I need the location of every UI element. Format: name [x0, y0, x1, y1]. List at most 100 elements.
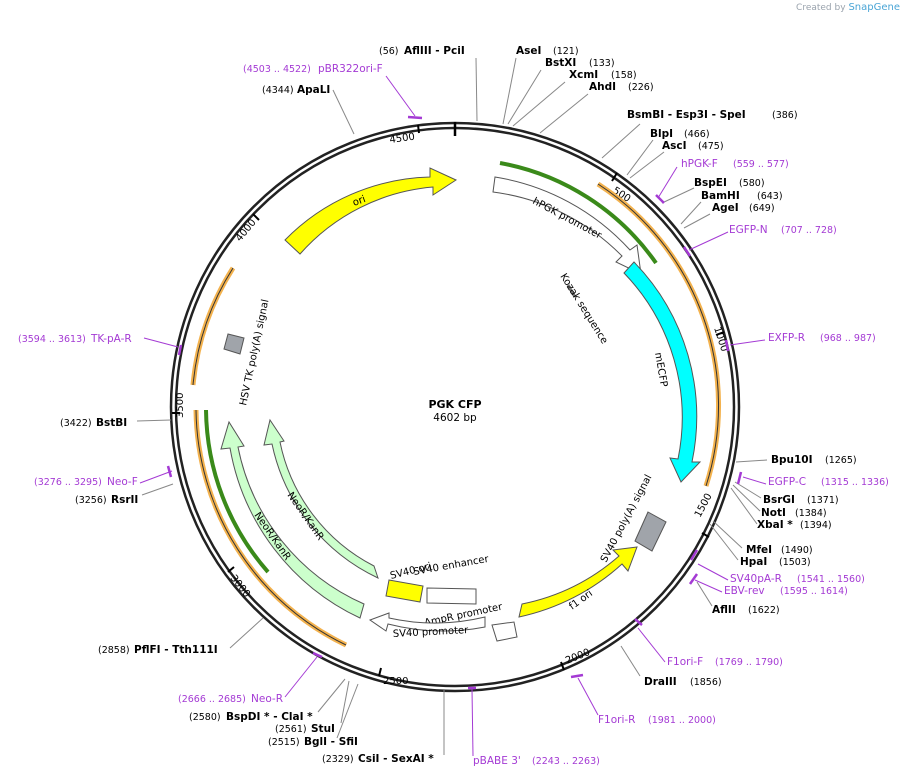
primer-neor-num: (2666 .. 2685) — [178, 694, 246, 705]
site-apali: ApaLI — [297, 84, 330, 96]
plasmid-name: PGK CFP — [428, 398, 481, 411]
sv40-enhancer-label: SV40 enhancer — [413, 554, 491, 578]
sv40-promoter-feature[interactable] — [368, 612, 486, 632]
primer-neof: Neo-F — [107, 476, 138, 488]
site-bstbi-num: (3422) — [60, 418, 92, 429]
site-rsrii: RsrII — [111, 494, 138, 506]
primer-neor: Neo-R — [251, 693, 283, 705]
primer-egfpn-num: (707 .. 728) — [781, 225, 837, 236]
site-csii-num: (2329) — [322, 754, 354, 765]
site-mfei-num: (1490) — [781, 545, 813, 556]
site-asci: AscI — [662, 140, 687, 152]
site-bamhi-num: (643) — [757, 191, 783, 202]
snapgene-logo: SnapGene — [848, 2, 900, 13]
primer-hpgkf: hPGK-F — [681, 158, 718, 170]
site-bspdi: BspDI * - ClaI * — [226, 711, 313, 723]
sv40-ori-feature[interactable] — [385, 579, 424, 603]
sv40-promoter-label: SV40 promoter — [393, 625, 470, 640]
site-leaders — [136, 57, 768, 755]
primer-f1orir: F1ori-R — [598, 714, 635, 726]
primer-egfpc-num: (1315 .. 1336) — [821, 477, 889, 488]
site-afliii2: AflII — [712, 604, 736, 616]
hsvtk-polya-feature[interactable] — [223, 333, 245, 355]
primer-exfpr: EXFP-R — [768, 332, 805, 344]
primer-f1orif-num: (1769 .. 1790) — [715, 657, 783, 668]
ampr-promoter-feature[interactable] — [491, 621, 518, 642]
f1-ori-feature[interactable] — [518, 546, 638, 618]
tick-4500: 4500 — [389, 132, 416, 146]
plasmid-size: 4602 bp — [433, 412, 477, 424]
ori-label: ori — [351, 194, 367, 209]
site-afliii: AflIII - PciI — [404, 45, 465, 57]
primer-sv40par-num: (1541 .. 1560) — [797, 574, 865, 585]
site-xcmi-num: (158) — [611, 70, 637, 81]
site-pflfi: PflFI - Tth111I — [134, 644, 218, 656]
site-asei: AseI — [516, 45, 541, 57]
primer-neof-num: (3276 .. 3295) — [34, 477, 102, 488]
sv40-enhancer-feature[interactable] — [426, 587, 477, 605]
credit-prefix: Created by — [796, 3, 846, 13]
site-bstbi: BstBI — [96, 417, 127, 429]
site-asci-num: (475) — [698, 141, 724, 152]
tick-3000: 3000 — [228, 573, 252, 600]
site-noti: NotI — [761, 507, 786, 519]
site-bgli: BglI - SfiI — [304, 736, 358, 748]
primer-sv40par: SV40pA-R — [730, 573, 782, 585]
primer-egfpc: EGFP-C — [768, 476, 806, 488]
orange-arcs — [190, 161, 722, 648]
site-blpi-num: (466) — [684, 129, 710, 140]
hsvtk-polya-label: HSV TK poly(A) signal — [238, 298, 271, 406]
site-csii: CsiI - SexAI * — [358, 753, 434, 765]
primer-pbabe-num: (2243 .. 2263) — [532, 756, 600, 767]
site-draiii: DraIII — [644, 676, 677, 688]
site-agei-num: (649) — [749, 203, 775, 214]
site-blpi: BlpI — [650, 128, 673, 140]
mecfp-feature[interactable] — [623, 261, 702, 483]
kozak-marker — [566, 284, 577, 298]
site-afliii-num: (56) — [379, 46, 399, 57]
neokan-outer-feature[interactable] — [220, 420, 365, 619]
site-bsmbi-num: (386) — [772, 110, 798, 121]
primers: (4503 .. 4522) pBR322ori-F hPGK-F (559 .… — [18, 63, 889, 767]
primer-leaders — [139, 75, 767, 757]
tick-2500: 2500 — [383, 676, 408, 687]
site-ahdi-num: (226) — [628, 82, 654, 93]
primer-pbabe: pBABE 3' — [473, 755, 521, 767]
ori-feature[interactable] — [284, 167, 458, 255]
site-bstxi-num: (133) — [589, 58, 615, 69]
primer-exfpr-num: (968 .. 987) — [820, 333, 876, 344]
site-mfei: MfeI — [746, 544, 772, 556]
site-agei: AgeI — [712, 202, 739, 214]
site-hpai: HpaI — [740, 556, 767, 568]
site-bstxi: BstXI — [545, 57, 576, 69]
site-afliii2-num: (1622) — [748, 605, 780, 616]
site-bsrgi: BsrGI — [763, 494, 795, 506]
primer-ebvrev-num: (1595 .. 1614) — [780, 586, 848, 597]
site-noti-num: (1384) — [795, 508, 827, 519]
site-bamhi: BamHI — [701, 190, 740, 202]
site-bpu10i: Bpu10I — [771, 454, 813, 466]
site-bspdi-num: (2580) — [189, 712, 221, 723]
kozak-label: Kozak sequence — [557, 272, 609, 346]
site-hpai-num: (1503) — [779, 557, 811, 568]
site-bpu10i-num: (1265) — [825, 455, 857, 466]
primer-pbr-num: (4503 .. 4522) — [243, 64, 311, 75]
site-bgli-num: (2515) — [268, 737, 300, 748]
site-bsmbi: BsmBI - Esp3I - SpeI — [627, 109, 746, 121]
primer-tkpar: TK-pA-R — [90, 333, 132, 345]
site-xbai-num: (1394) — [800, 520, 832, 531]
neokan-inner-feature[interactable] — [263, 418, 379, 579]
site-xcmi: XcmI — [569, 69, 598, 81]
neokan-outer-label: NeoR/KanR — [252, 510, 293, 562]
sv40-polya-feature[interactable] — [634, 511, 667, 552]
site-bspei: BspEI — [694, 177, 727, 189]
sites: (56) AflIII - PciI AseI (121) BstXI (133… — [60, 45, 857, 765]
primer-f1orir-num: (1981 .. 2000) — [648, 715, 716, 726]
site-ahdi: AhdI — [589, 81, 616, 93]
site-rsrii-num: (3256) — [75, 495, 107, 506]
primer-hpgkf-num: (559 .. 577) — [733, 159, 789, 170]
site-apali-num: (4344) — [262, 85, 294, 96]
primer-tkpar-num: (3594 .. 3613) — [18, 334, 86, 345]
primer-f1orif: F1ori-F — [667, 656, 703, 668]
